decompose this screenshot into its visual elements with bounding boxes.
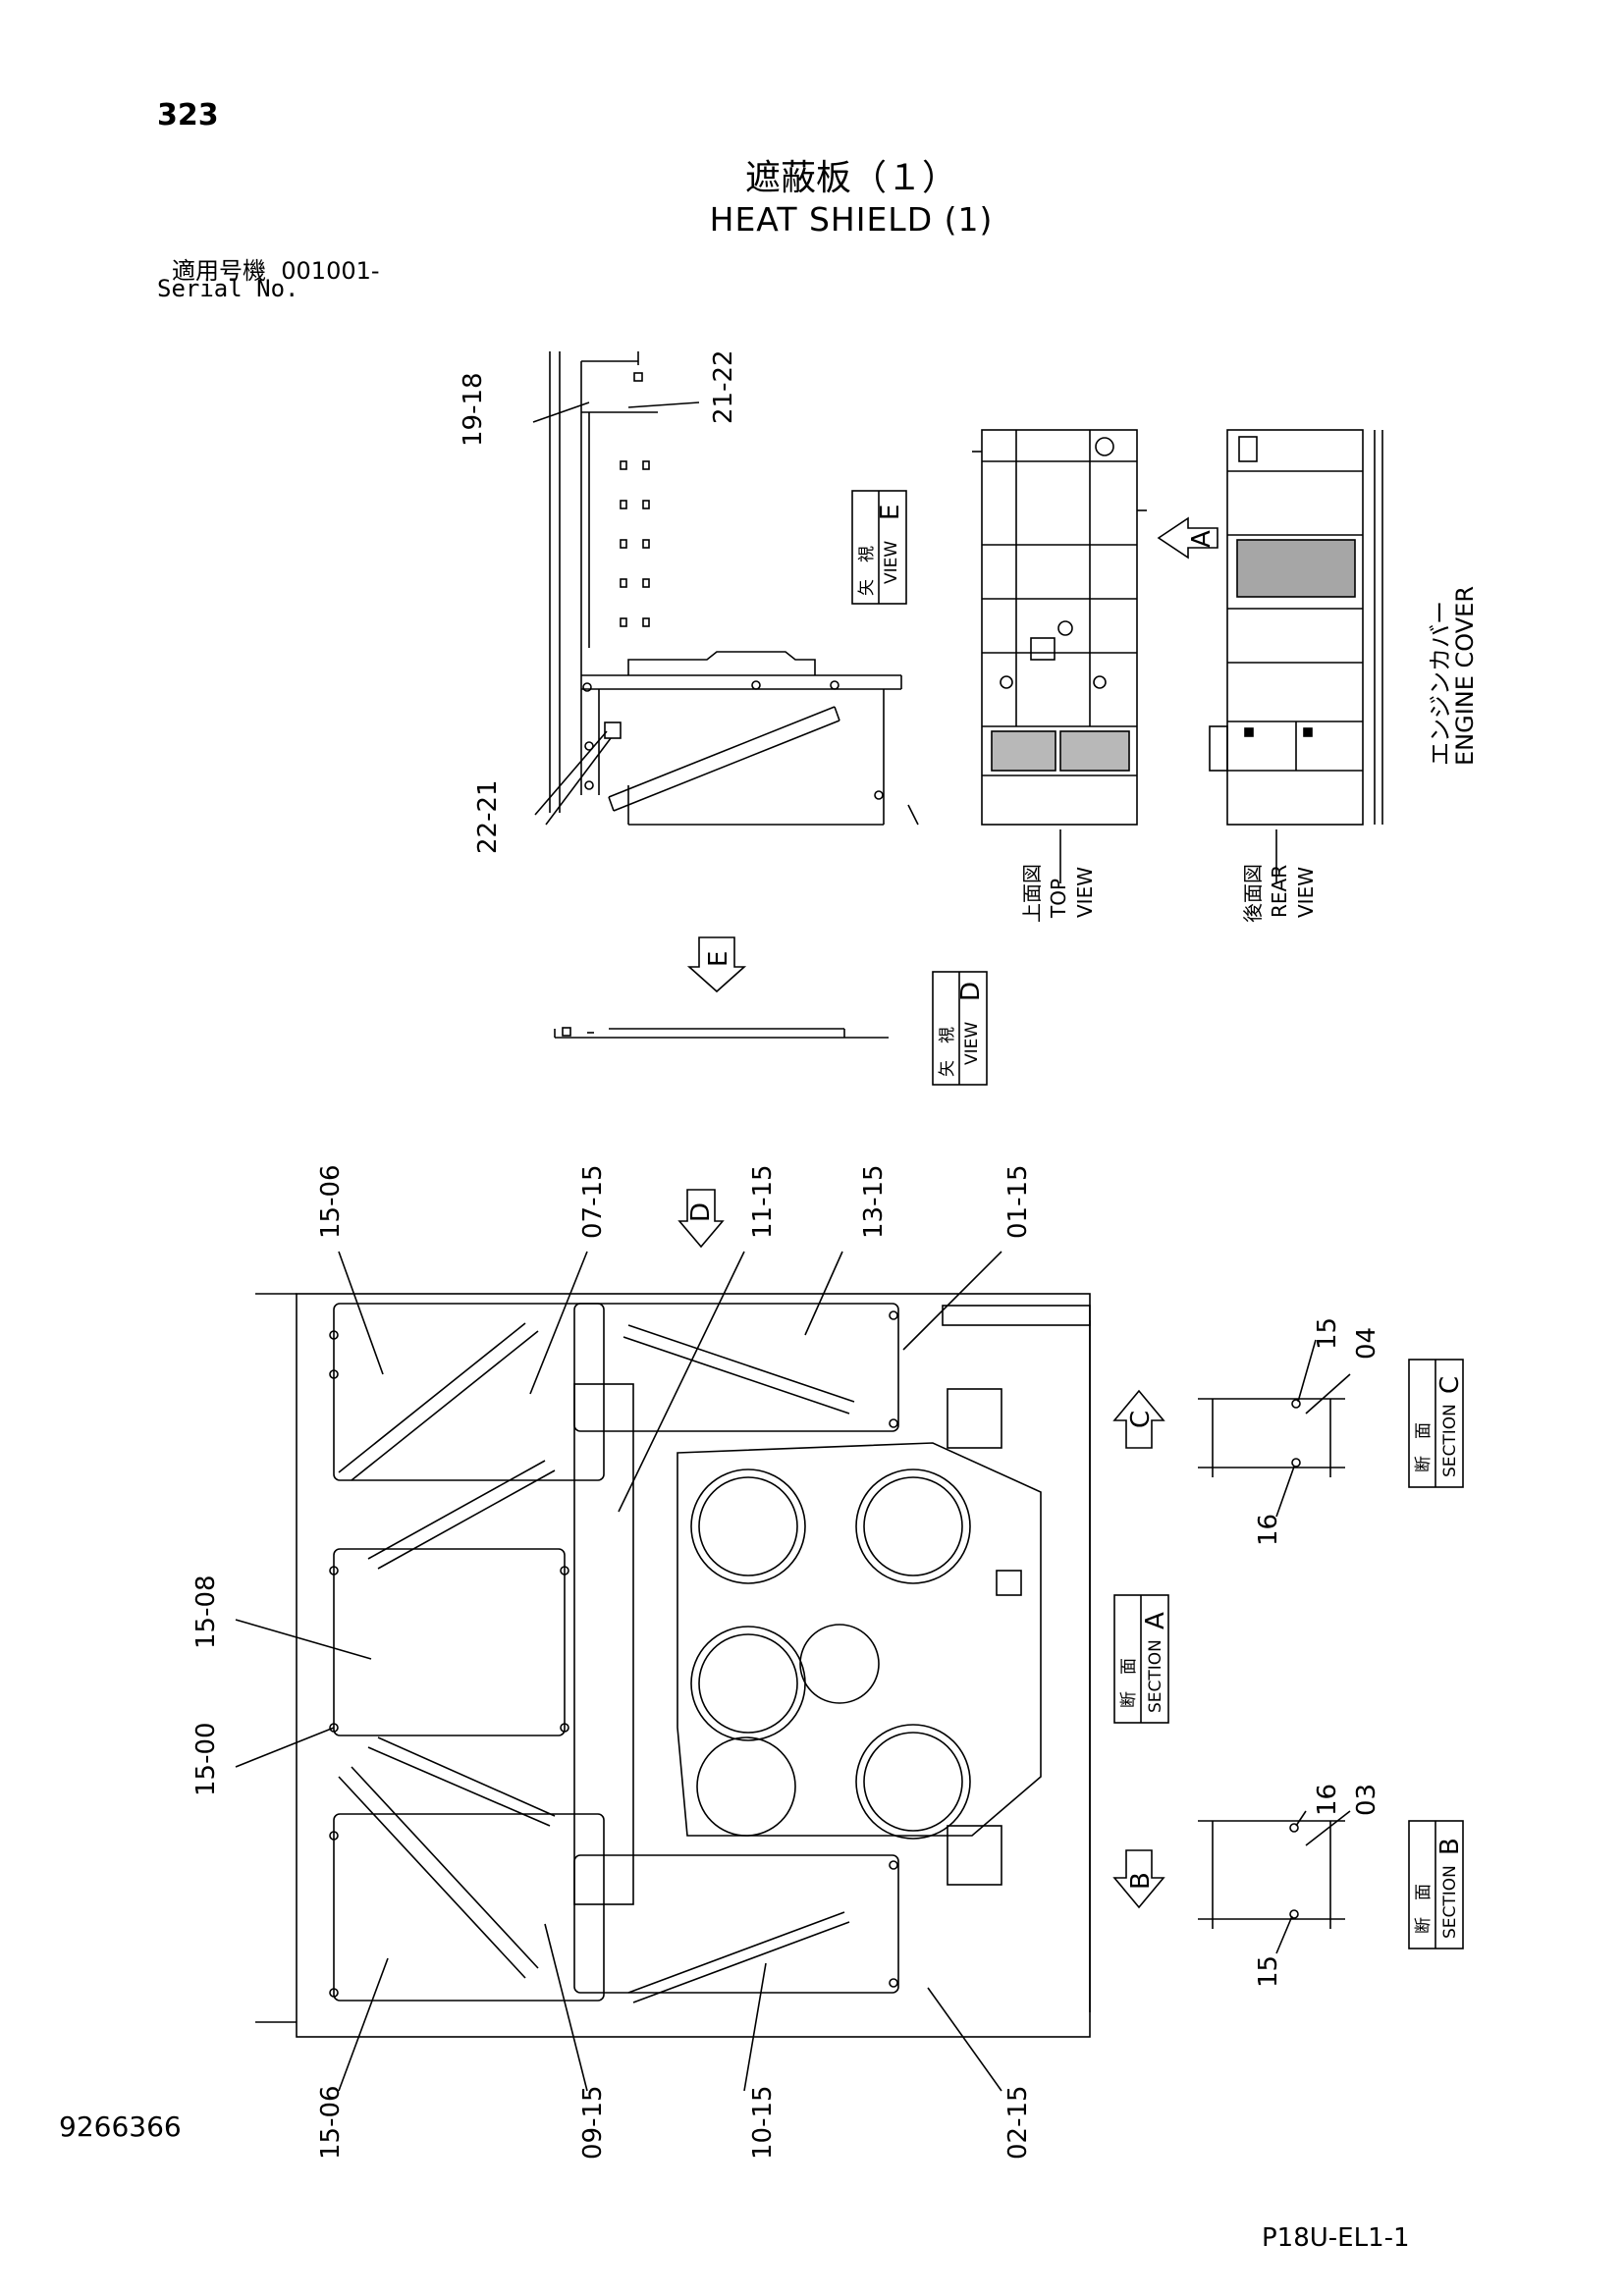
view-e-detail-drawing bbox=[532, 351, 919, 826]
view-d-label-english: VIEW bbox=[962, 1022, 982, 1065]
view-d-label-japanese: 矢 視 bbox=[938, 1027, 957, 1077]
section-b-callout-03: 03 bbox=[1352, 1784, 1381, 1816]
callout-19-18: 19-18 bbox=[459, 372, 488, 447]
rear-view-label-english-1: REAR bbox=[1268, 865, 1291, 918]
serial-number-line: 適用号機 001001- bbox=[172, 251, 380, 286]
arrow-d-letter: D bbox=[686, 1202, 716, 1222]
serial-value: 001001- bbox=[281, 257, 380, 285]
callout-15-06-top: 15-06 bbox=[316, 1164, 346, 1239]
section-c-callout-04: 04 bbox=[1352, 1327, 1381, 1360]
engine-cover-label-japanese: エンジンカバー bbox=[1427, 601, 1454, 766]
top-view-label-english-1: TOP bbox=[1047, 879, 1070, 919]
arrow-a-letter: A bbox=[1187, 530, 1217, 548]
view-d-arrow-shape bbox=[677, 1189, 725, 1249]
main-plan-view-drawing bbox=[235, 1251, 1091, 2092]
section-b-label-japanese: 断 面 bbox=[1414, 1884, 1434, 1934]
callout-15-00: 15-00 bbox=[191, 1722, 221, 1796]
section-a-label-japanese: 断 面 bbox=[1119, 1658, 1139, 1708]
view-e-label-english: VIEW bbox=[882, 541, 901, 584]
view-e-arrow-shape bbox=[686, 936, 747, 993]
rear-view-label-japanese: 後面図 bbox=[1241, 864, 1265, 923]
serial-label-english: Serial No. bbox=[157, 275, 299, 302]
section-b-callout-15: 15 bbox=[1254, 1955, 1283, 1988]
section-c-letter: C bbox=[1435, 1376, 1465, 1394]
top-view-label-english-2: VIEW bbox=[1073, 867, 1097, 918]
section-a-label-english: SECTION bbox=[1146, 1639, 1165, 1713]
serial-label-japanese: 適用号機 bbox=[172, 257, 266, 285]
section-b-detail-drawing bbox=[1198, 1810, 1351, 1954]
callout-01-15: 01-15 bbox=[1003, 1164, 1033, 1239]
rear-view-drawing bbox=[1209, 429, 1383, 883]
callout-09-15: 09-15 bbox=[578, 2085, 608, 2160]
arrow-c-letter: C bbox=[1126, 1411, 1156, 1428]
view-d-letter: D bbox=[956, 982, 986, 1001]
top-view-label-japanese: 上面図 bbox=[1020, 864, 1044, 923]
callout-13-15: 13-15 bbox=[859, 1164, 889, 1239]
document-id: 9266366 bbox=[59, 2110, 182, 2143]
callout-10-15: 10-15 bbox=[748, 2085, 778, 2160]
callout-02-15: 02-15 bbox=[1003, 2085, 1033, 2160]
section-c-callout-16: 16 bbox=[1254, 1514, 1283, 1546]
callout-15-08: 15-08 bbox=[191, 1575, 221, 1649]
engine-cover-label-english: ENGINE COVER bbox=[1451, 586, 1479, 766]
callout-15-06-bottom: 15-06 bbox=[316, 2085, 346, 2160]
section-c-arrow-shape bbox=[1112, 1389, 1165, 1449]
view-a-arrow-shape bbox=[1157, 516, 1218, 560]
callout-22-21: 22-21 bbox=[473, 779, 503, 854]
section-b-arrow-shape bbox=[1112, 1849, 1165, 1909]
page-title-english: HEAT SHIELD (1) bbox=[709, 200, 994, 239]
section-c-detail-drawing bbox=[1198, 1339, 1351, 1518]
page-code: P18U-EL1-1 bbox=[1262, 2223, 1410, 2253]
arrow-e-letter: E bbox=[704, 951, 733, 967]
section-b-label-english: SECTION bbox=[1440, 1865, 1460, 1939]
callout-07-15: 07-15 bbox=[578, 1164, 608, 1239]
view-d-detail-drawing bbox=[554, 1027, 889, 1039]
view-e-label-japanese: 矢 視 bbox=[857, 546, 877, 596]
section-b-letter: B bbox=[1435, 1838, 1465, 1855]
section-c-label-japanese: 断 面 bbox=[1414, 1422, 1434, 1472]
page-title-japanese: 遮蔽板（１） bbox=[744, 158, 957, 198]
section-c-callout-15: 15 bbox=[1313, 1317, 1342, 1350]
section-a-letter: A bbox=[1141, 1612, 1170, 1629]
view-e-letter: E bbox=[876, 505, 905, 520]
callout-21-22-top: 21-22 bbox=[709, 349, 738, 424]
rear-view-label-english-2: VIEW bbox=[1294, 867, 1318, 918]
top-view-drawing bbox=[972, 429, 1147, 883]
section-c-label-english: SECTION bbox=[1440, 1404, 1460, 1477]
section-b-callout-16: 16 bbox=[1313, 1784, 1342, 1816]
page-number: 323 bbox=[157, 98, 219, 133]
callout-11-15: 11-15 bbox=[748, 1164, 778, 1239]
arrow-b-letter: B bbox=[1126, 1872, 1156, 1890]
